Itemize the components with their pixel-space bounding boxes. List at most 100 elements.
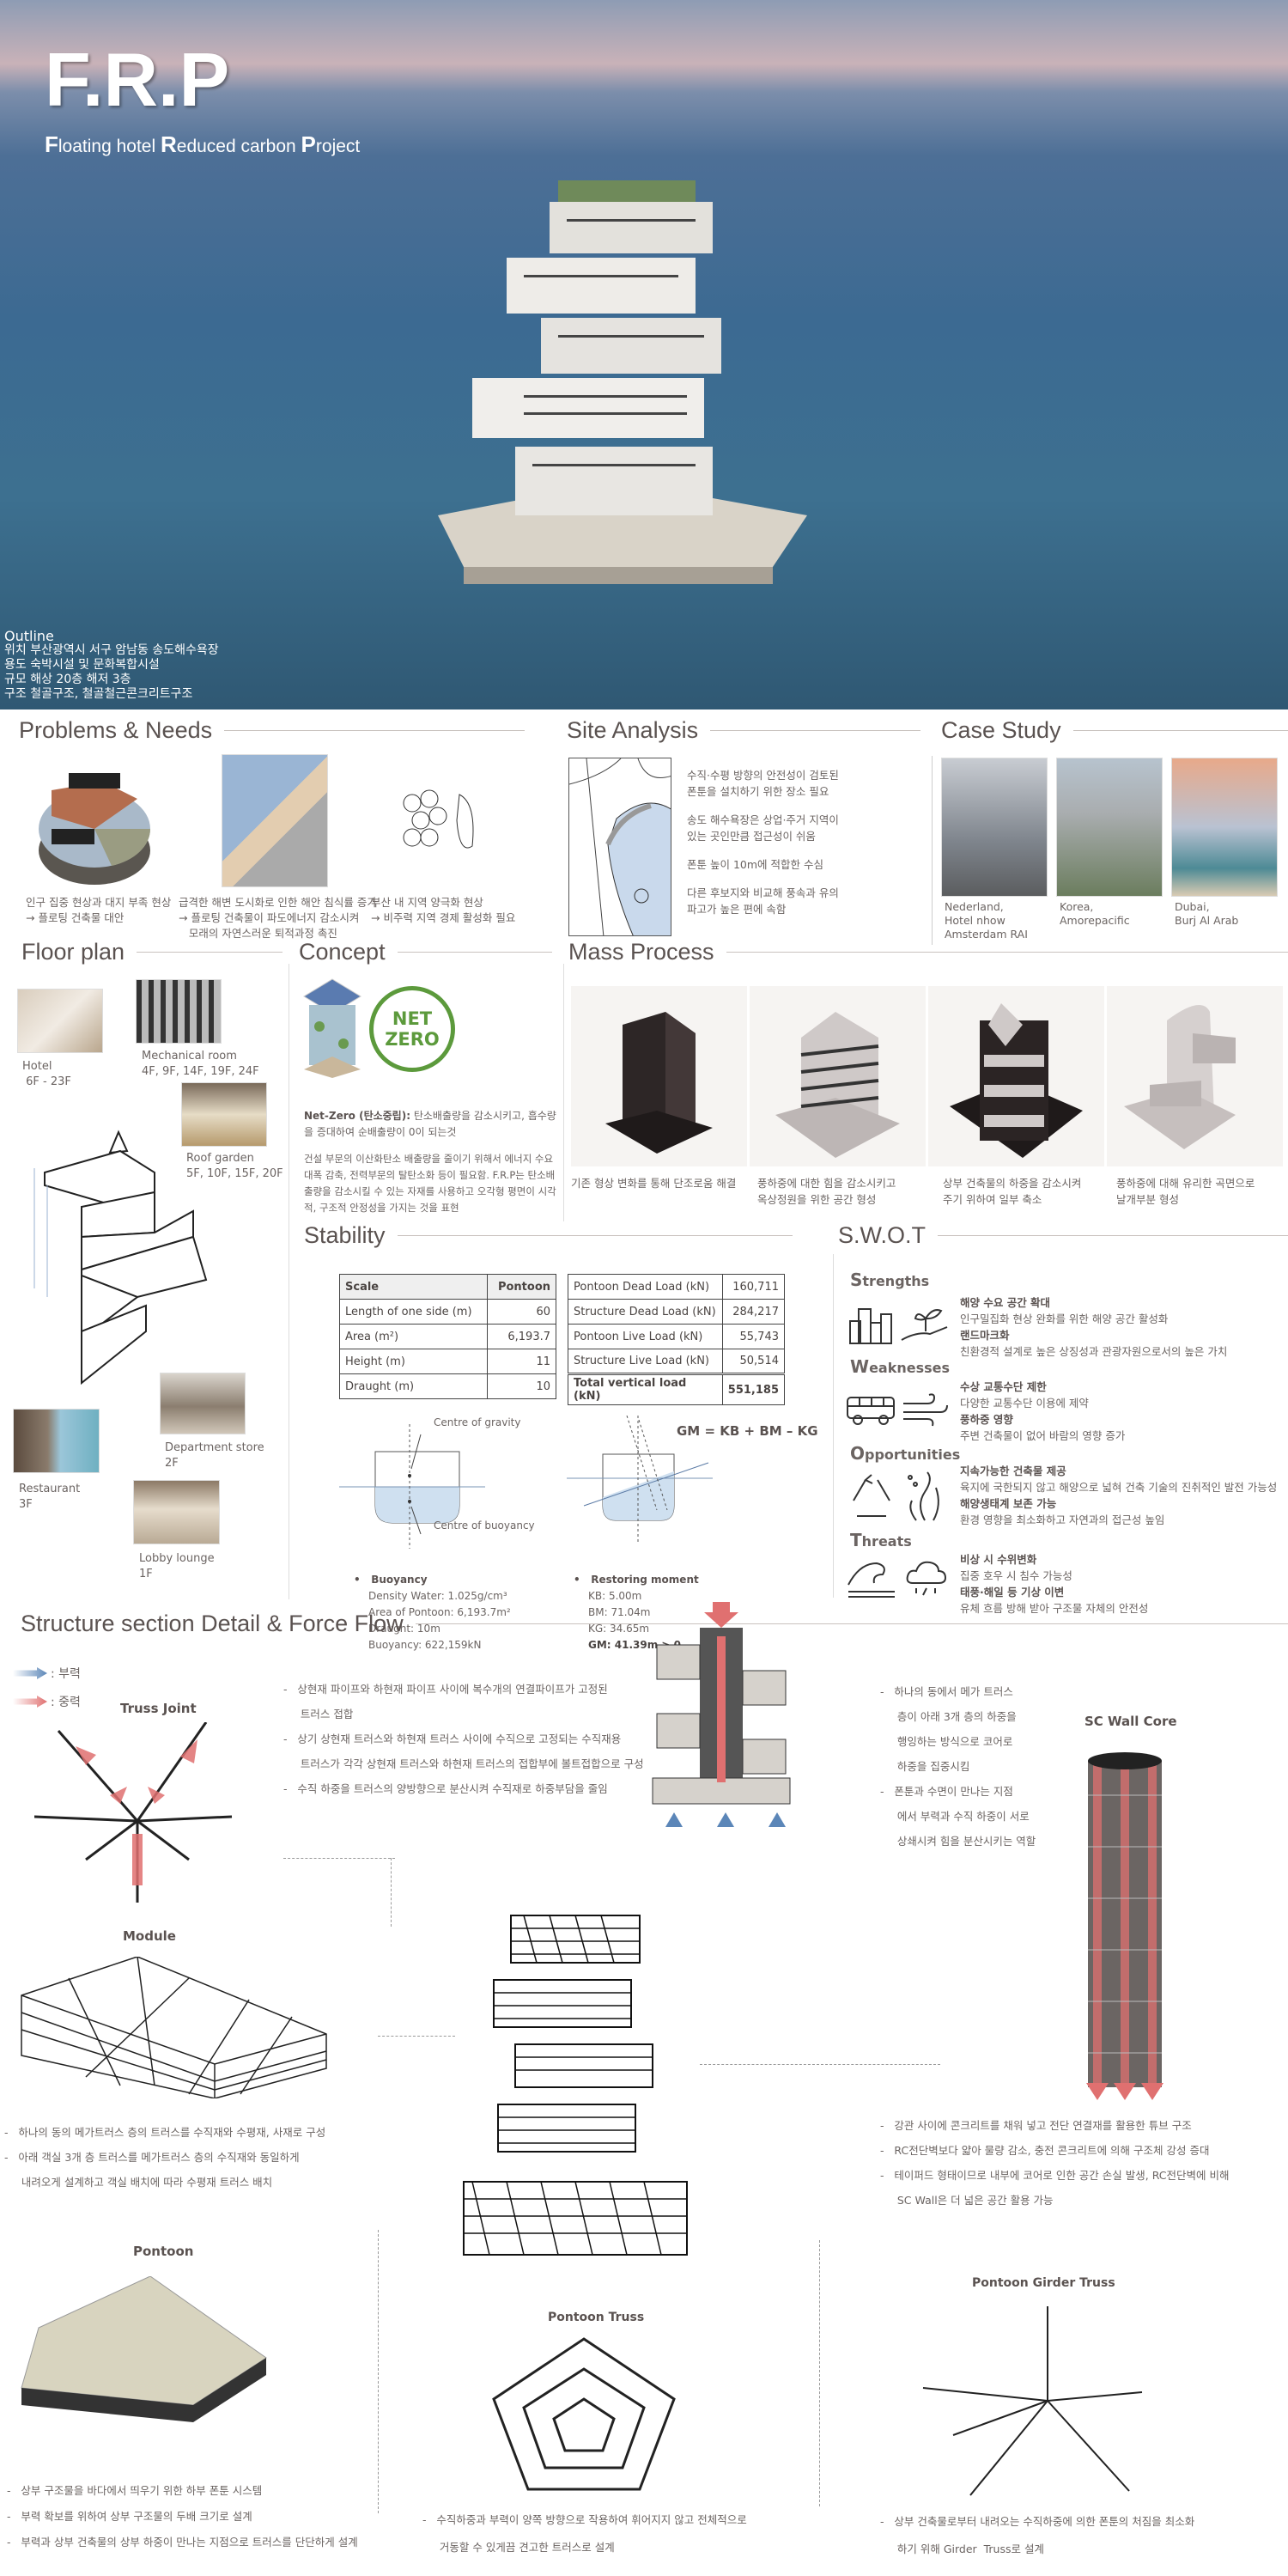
text-line: - 상현재 파이프와 하현재 파이프 사이에 복수개의 연결파이프가 고정된 (283, 1683, 608, 1696)
truss-joint-description: - 상현재 파이프와 하현재 파이프 사이에 복수개의 연결파이프가 고정된 트… (283, 1677, 644, 1801)
bullet-title: • Restoring moment (574, 1574, 699, 1586)
pontoon-description: - 상부 구조물을 바다에서 띄우기 위한 하부 폰툰 시스템- 부력 확보를 … (7, 2478, 358, 2555)
section-title: Structure section Detail & Force Flow (21, 1611, 404, 1636)
legend-label: : 부력 (51, 1667, 81, 1681)
swot-opportunities-heading: Opportunities (850, 1443, 960, 1464)
table-row: Height (m)11 (338, 1349, 556, 1374)
swot-word: hreats (861, 1533, 912, 1550)
bullet-title-text: Restoring moment (591, 1574, 699, 1586)
line: KG: 34.65m (588, 1623, 650, 1635)
leader-line (391, 1858, 392, 1927)
text-line: 내려오게 설계하고 객실 배치에 따라 수평재 트러스 배치 (4, 2176, 273, 2189)
label-line: Lobby lounge (139, 1552, 215, 1565)
label-line: 4F, 9F, 14F, 19F, 24F (142, 1065, 259, 1078)
mega-truss-description: - 하나의 동에서 메가 트러스 층이 아래 3개 층의 하중을 행잉하는 방식… (880, 1679, 1036, 1854)
outline: Outline 위치 부산광역시 서구 암남동 송도해수욕장 용도 숙박시설 및… (4, 629, 219, 702)
buildings-icon (849, 1308, 892, 1344)
project-title: F.R.P (45, 37, 230, 122)
cell: 11 (487, 1349, 556, 1374)
swot-strengths-heading: Strengths (850, 1270, 929, 1290)
recycle-icon (853, 1474, 890, 1517)
divider (833, 1254, 834, 1598)
swot-word: trengths (862, 1273, 930, 1289)
cell: Structure Dead Load (kN) (568, 1299, 723, 1325)
mass-step-1 (571, 986, 747, 1166)
legend-label: : 중력 (51, 1696, 81, 1709)
section-title: Site Analysis (567, 717, 699, 743)
structure-heading: Structure section Detail & Force Flow (21, 1611, 1288, 1637)
vertical-load-table: Pontoon Dead Load (kN)160,711 Structure … (568, 1274, 786, 1405)
sc-wall-core-drawing (1086, 1752, 1163, 2100)
coastline-erosion-image (222, 754, 328, 887)
leader-line (378, 2036, 455, 2037)
swot-item-desc: 주변 건축물이 없어 바람의 영향 증가 (960, 1429, 1126, 1442)
text-line: 거동할 수 있게끔 견고한 트러스로 설계 (422, 2541, 615, 2554)
text-line: - 강관 사이에 콘크리트를 채워 넣고 전단 연결재를 활용한 튜브 구조 (880, 2119, 1192, 2132)
population-pie-illustration (39, 773, 151, 885)
site-point: 수직·수평 방향의 안전성이 검토된 (687, 769, 839, 782)
header-cell: Scale (338, 1274, 489, 1300)
cell: 6,193.7 (487, 1324, 556, 1349)
text-line: - 수직 하중을 트러스의 양방향으로 분산시켜 수직재로 하중부담을 줄임 (283, 1782, 608, 1795)
line: Buoyancy: 622,159kN (368, 1639, 482, 1651)
section-title: Stability (304, 1222, 386, 1248)
swot-item-title: 해양 수요 공간 확대 (960, 1296, 1051, 1309)
pontoon-girder-truss-label: Pontoon Girder Truss (972, 2276, 1115, 2290)
caption-line: 급격한 해변 도시화로 인한 해안 침식률 증가 (179, 896, 377, 909)
module-truss-drawing (21, 1957, 327, 2098)
label-line: 6F - 23F (22, 1075, 71, 1088)
floating-hotel-render (438, 180, 807, 584)
label-line: Hotel (22, 1060, 52, 1073)
leader-line (700, 2064, 940, 2065)
mass-model-3 (950, 1003, 1083, 1158)
text-line: - 수직하중과 부력이 양쪽 방향으로 작용하여 휘어지지 않고 전체적으로 (422, 2513, 747, 2526)
swot-item-title: 지속가능한 건축물 제공 (960, 1465, 1066, 1477)
cell: Height (m) (338, 1349, 489, 1374)
project-subtitle: Floating hotel Reduced carbon Project (45, 131, 360, 158)
section-title: Mass Process (568, 939, 714, 965)
label-line: Restaurant (19, 1483, 81, 1495)
header-cell: Pontoon (487, 1274, 556, 1300)
text-line: SC Wall은 더 넓은 공간 활용 가능 (880, 2194, 1054, 2207)
truss-joint-drawing (34, 1722, 233, 1903)
crowd-polarization-illustration (403, 789, 474, 849)
swot-item-desc: 유체 흐름 방해 받아 구조물 자체의 안전성 (960, 1602, 1149, 1615)
swot-weaknesses-heading: Weaknesses (850, 1356, 950, 1377)
problem-caption-3: 부산 내 지역 양극화 현상→ 비주력 지역 경제 활성화 필요 (371, 895, 515, 926)
label-line: Roof garden (186, 1152, 254, 1165)
swot-item-title: 해양생태계 보존 가능 (960, 1497, 1057, 1510)
pontoon-truss-label: Pontoon Truss (548, 2311, 645, 2324)
text-line: - 상기 상현재 트러스와 하현재 트러스 사이에 수직으로 고정되는 수직재용 (283, 1733, 622, 1745)
centre-of-buoyancy-label: Centre of buoyancy (434, 1519, 535, 1532)
concept-heading: Concept (299, 939, 552, 965)
mass-step-2 (750, 986, 926, 1166)
caption-line: Nederland, (945, 900, 1004, 913)
mega-truss-tower-drawing (652, 1602, 791, 1827)
case-photo-amorepacific (1056, 758, 1163, 897)
label-line: Department store (165, 1441, 264, 1454)
problem-caption-1: 인구 집중 현상과 대지 부족 현상→ 플로팅 건축물 대안 (26, 895, 171, 926)
swot-item-title: 수상 교통수단 제한 (960, 1380, 1047, 1393)
site-point: 파고가 높은 편에 속함 (687, 903, 787, 916)
cell: 60 (487, 1299, 556, 1325)
concept-body: 건설 부문의 이산화탄소 배출량을 줄이기 위해서 에너지 수요 대폭 감축, … (304, 1153, 556, 1214)
swot-item-desc: 육지에 국한되지 않고 해양으로 넓혀 건축 기술의 진취적인 발전 가능성 (960, 1481, 1278, 1494)
problem-caption-2: 급격한 해변 도시화로 인한 해안 침식률 증가→ 플로팅 건축물이 파도에너지… (179, 895, 377, 941)
mass-process-heading: Mass Process (568, 939, 1288, 965)
cell: Pontoon Live Load (kN) (568, 1324, 723, 1349)
table-row: Structure Dead Load (kN)284,217 (568, 1299, 786, 1325)
floor-plan-isometric-drawing (33, 1130, 208, 1385)
definition-term: Net-Zero (탄소중립): (304, 1110, 411, 1122)
cell: 160,711 (721, 1274, 786, 1300)
wave-icon (848, 1562, 895, 1598)
badge-text: ZERO (385, 1029, 440, 1050)
